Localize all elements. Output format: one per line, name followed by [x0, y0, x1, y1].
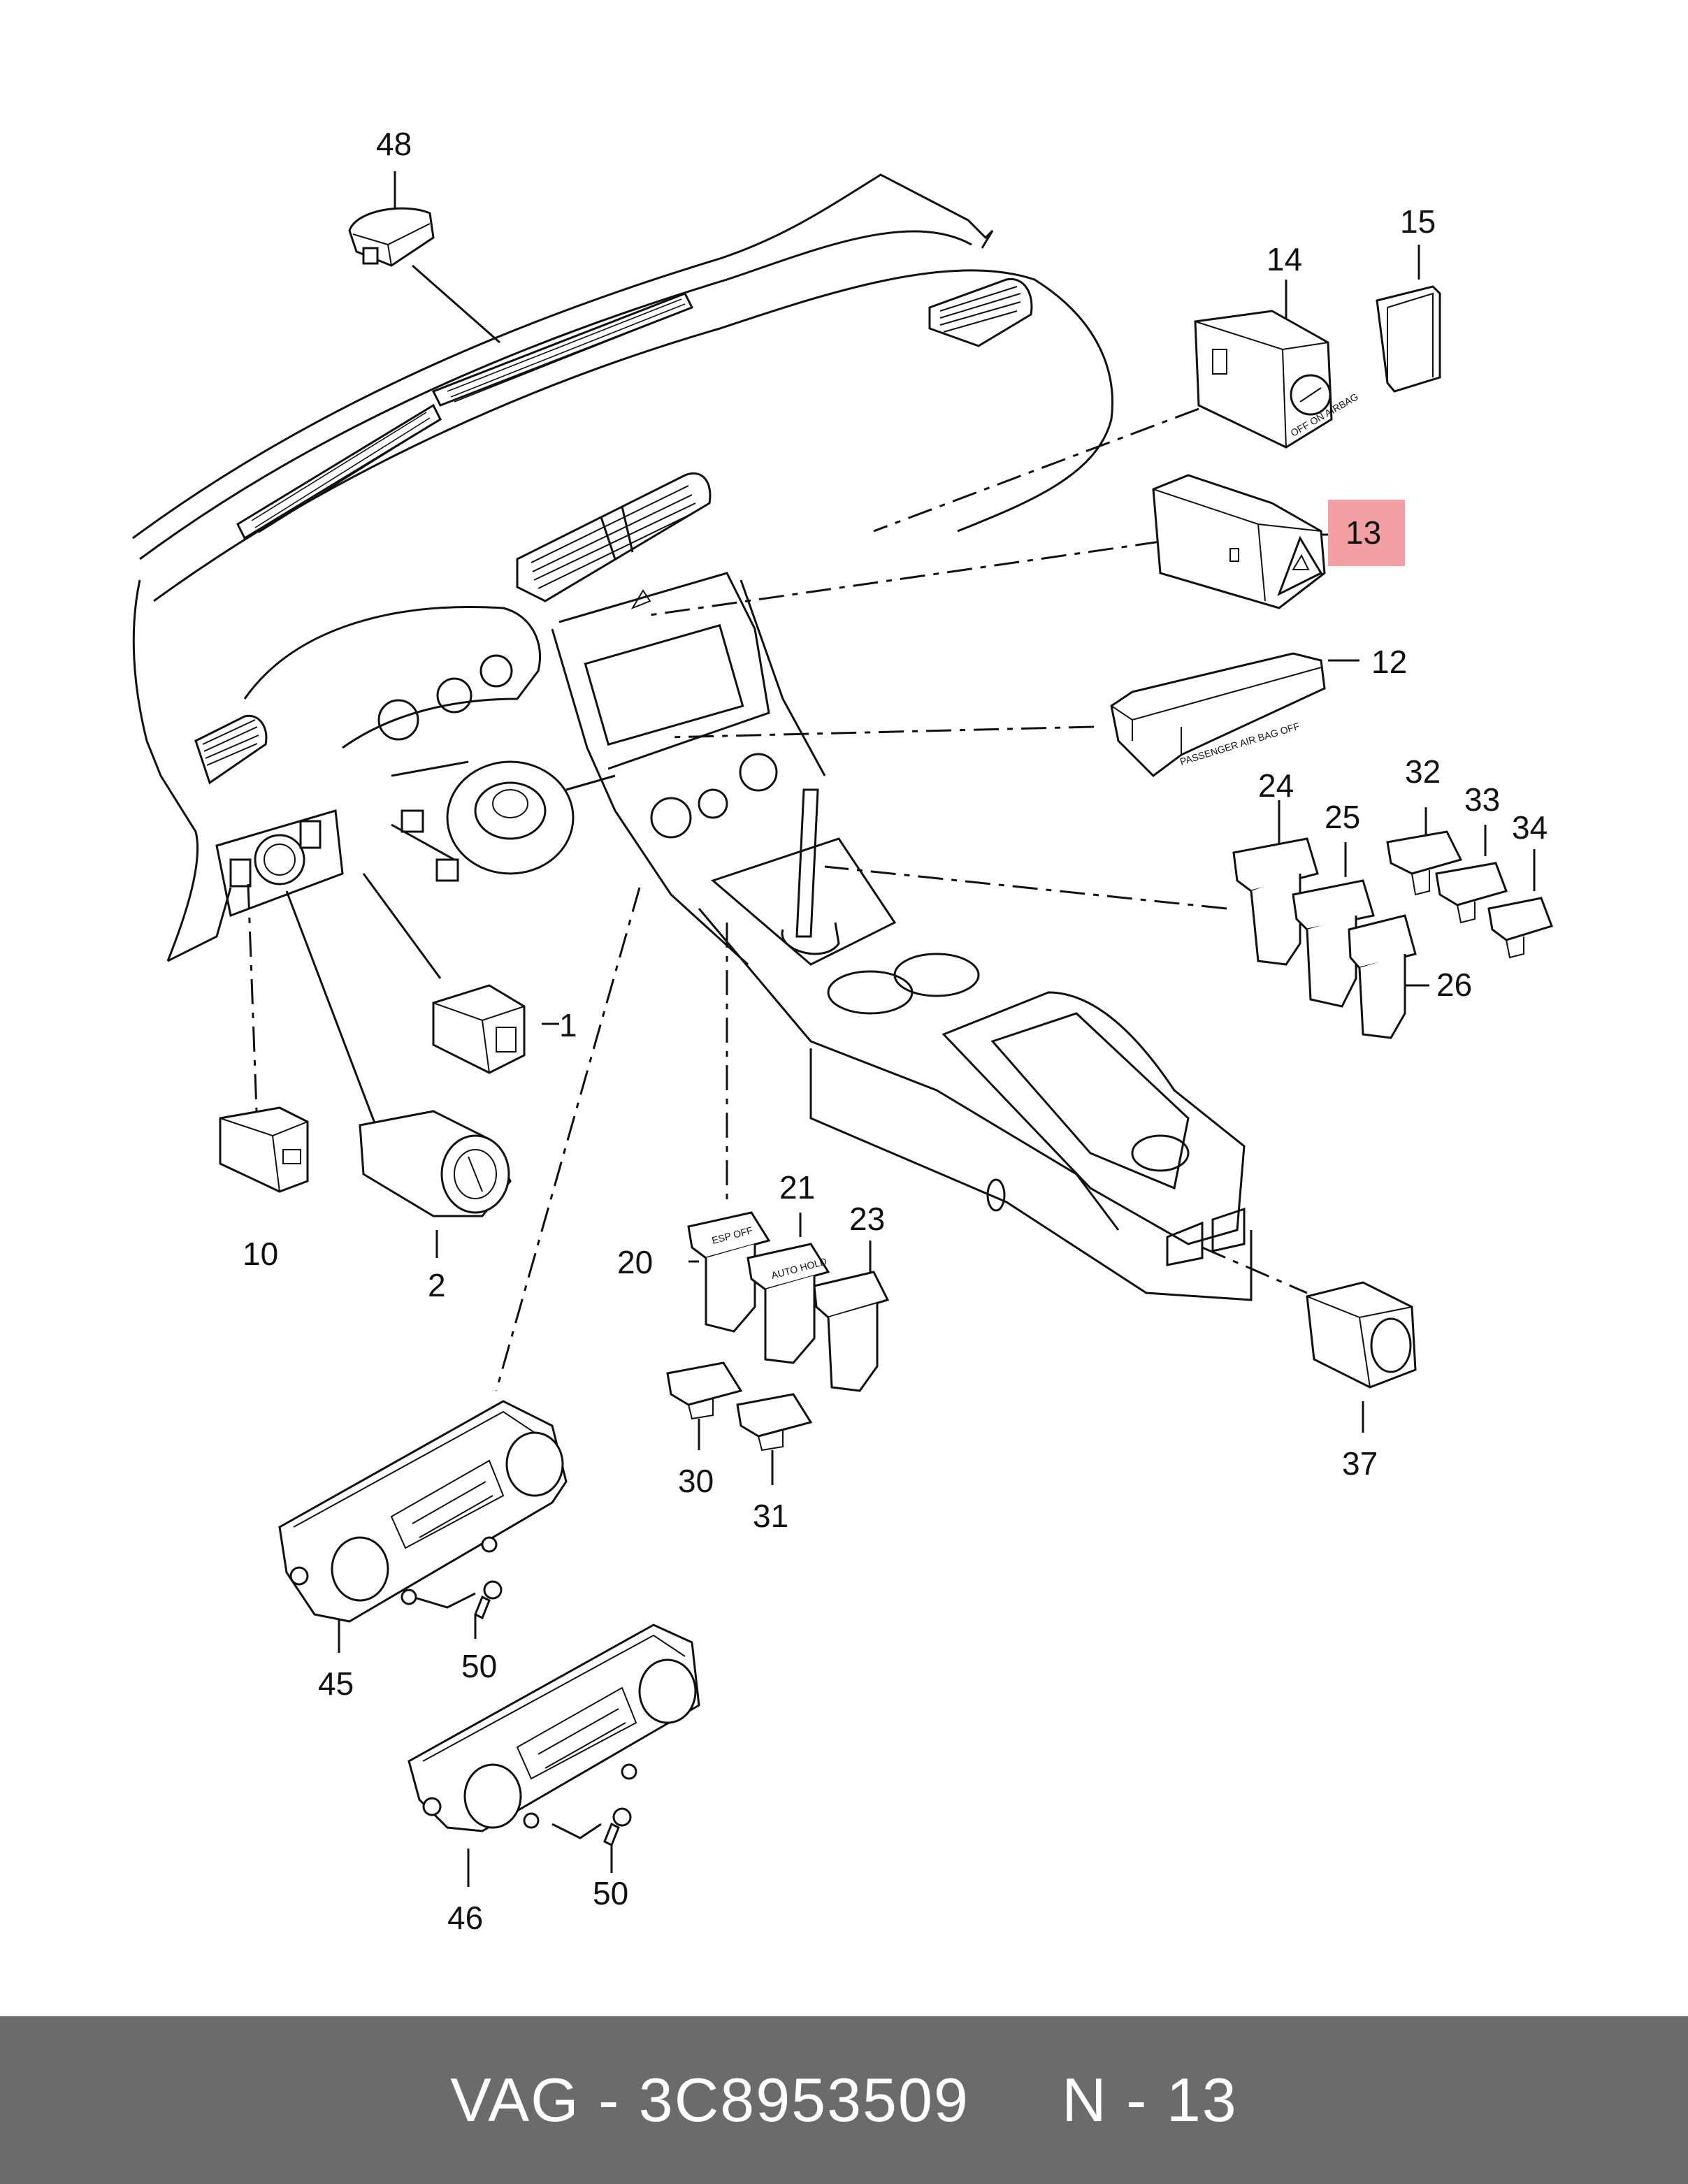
part-50b-screw — [603, 1807, 632, 1847]
callout-12: 12 — [1371, 644, 1407, 680]
parts-diagram: OFF ON AIRBAG PASSENGER AIR BAG OFF — [132, 126, 1553, 1936]
part-1-switch — [432, 984, 526, 1074]
callout-31: 31 — [753, 1498, 788, 1534]
footer-part-number: VAG - 3C8953509 N - 13 — [450, 2065, 1238, 2134]
part-15-blank-cover — [1376, 285, 1441, 393]
callout-1: 1 — [559, 1007, 577, 1043]
part-13-hazard-switch — [1152, 474, 1326, 609]
part-24-button — [1232, 837, 1319, 966]
part-10-switch — [219, 1106, 309, 1193]
callout-24: 24 — [1258, 767, 1294, 804]
part-26-button — [1348, 914, 1417, 1039]
callout-37: 37 — [1342, 1445, 1378, 1482]
part-45-climate-control — [278, 1400, 568, 1623]
part-14-airbag-switch: OFF ON AIRBAG — [1194, 310, 1360, 449]
callout-50a: 50 — [461, 1648, 497, 1684]
defrost-grille — [236, 292, 694, 540]
part-31-blank — [736, 1393, 813, 1452]
callout-13: 13 — [1346, 514, 1381, 551]
part-33-blank — [1435, 862, 1508, 924]
part-20-esp-button: ESP OFF — [687, 1211, 771, 1333]
callout-46: 46 — [447, 1900, 483, 1936]
lower-left-switch-panel — [215, 809, 344, 918]
callout-21: 21 — [779, 1169, 815, 1206]
callout-2: 2 — [428, 1267, 446, 1303]
callout-45: 45 — [318, 1665, 354, 1702]
callout-32: 32 — [1405, 753, 1441, 790]
callout-48: 48 — [376, 126, 412, 162]
steering-column — [391, 760, 616, 882]
part-32-blank — [1386, 830, 1463, 896]
callout-30: 30 — [678, 1463, 714, 1499]
part-37-switch — [1306, 1281, 1417, 1389]
part-50a-screw — [474, 1580, 503, 1620]
part-23-button — [813, 1271, 890, 1392]
part-34-blank — [1487, 897, 1553, 959]
center-console-drawing — [551, 572, 1253, 1301]
part-46-climate-control — [407, 1623, 700, 1832]
callout-10: 10 — [243, 1236, 278, 1272]
part-25-button — [1292, 879, 1375, 1008]
left-air-vent — [194, 714, 268, 785]
callout-26: 26 — [1436, 967, 1472, 1003]
part-30-blank — [666, 1361, 743, 1420]
callout-20: 20 — [617, 1244, 653, 1280]
callout-25: 25 — [1325, 799, 1360, 835]
callout-14: 14 — [1267, 241, 1302, 277]
part-2-light-switch — [359, 1110, 512, 1217]
part-12-airbag-indicator: PASSENGER AIR BAG OFF — [1110, 652, 1326, 777]
callout-13-highlight — [1328, 500, 1405, 566]
callout-labels: 48 15 14 13 12 24 32 33 34 25 26 1 10 2 … — [243, 126, 1548, 1936]
right-air-vent — [928, 277, 1033, 347]
callout-33: 33 — [1464, 781, 1500, 818]
footer-bar: VAG - 3C8953509 N - 13 — [0, 2016, 1688, 2184]
callout-50b: 50 — [593, 1875, 628, 1911]
callout-15: 15 — [1400, 203, 1436, 240]
center-air-vents — [516, 472, 712, 602]
dashboard-drawing — [132, 173, 1253, 1301]
callout-23: 23 — [849, 1201, 885, 1237]
part-48-switch — [348, 207, 435, 267]
leader-lines — [247, 171, 1536, 1887]
callout-34: 34 — [1512, 809, 1548, 846]
